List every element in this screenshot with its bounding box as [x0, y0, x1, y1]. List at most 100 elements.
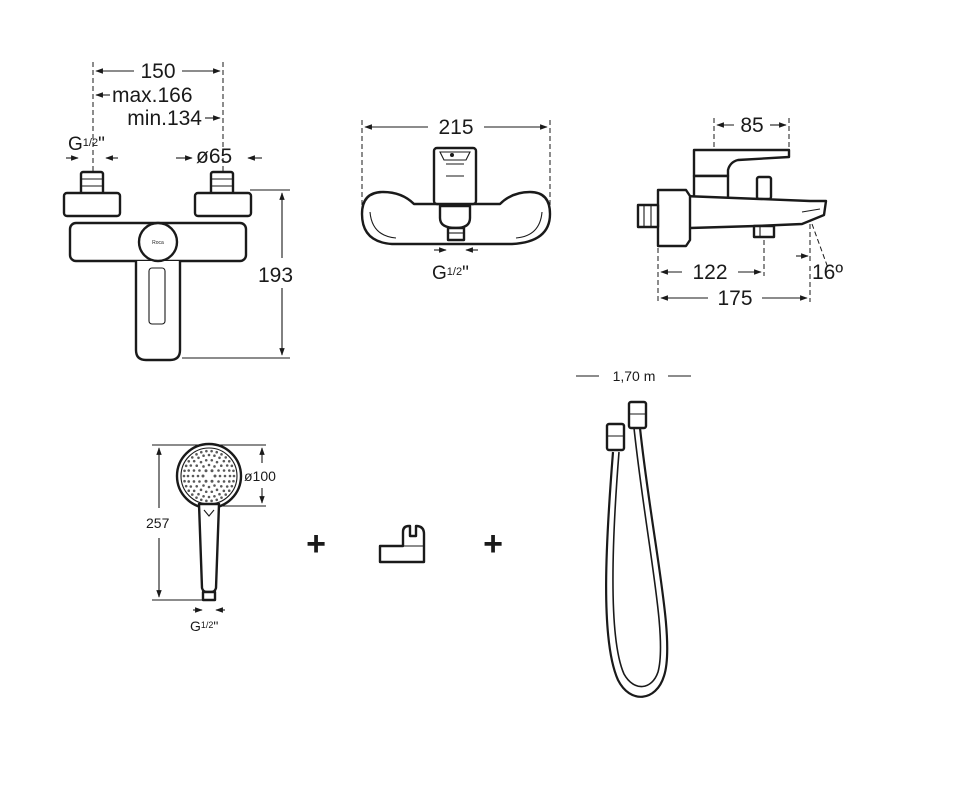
nozzle-dot — [198, 480, 201, 483]
nozzle-dot — [225, 464, 229, 467]
nozzle-dot — [230, 464, 234, 468]
shower-head-shape — [175, 442, 243, 510]
shower-nozzles — [182, 449, 236, 503]
nozzle-dot — [184, 464, 188, 468]
front-view: 150 max.166 min.134 G1/2" ø65 193 — [62, 60, 293, 362]
nozzle-dot — [223, 474, 227, 478]
hose-fitting-left — [605, 422, 626, 452]
wall-bracket-shape — [378, 524, 426, 564]
nozzle-dot — [220, 496, 223, 499]
outlet-distance-label: 122 — [692, 261, 727, 284]
diverter-knob-shape — [755, 175, 773, 201]
min-spacing-label: min.134 — [127, 107, 202, 130]
nozzle-dot — [199, 460, 203, 464]
nozzle-dot — [202, 465, 205, 468]
nozzle-dot — [199, 450, 203, 454]
nozzle-dot — [215, 498, 219, 502]
nozzle-dot — [222, 469, 226, 472]
nozzle-dot — [207, 485, 211, 489]
side-outlet-thread-shape — [752, 224, 776, 239]
nozzle-dot — [225, 485, 229, 488]
nozzle-dot — [222, 459, 226, 463]
nozzle-dot — [204, 479, 208, 483]
nozzle-dot — [195, 496, 198, 499]
nozzle-dot — [187, 460, 191, 463]
spout-angle-label: 16º — [812, 261, 843, 284]
nozzle-dot — [205, 449, 208, 453]
side-view: 85 16º 122 175 — [636, 114, 843, 310]
plus-sign: + — [306, 525, 326, 563]
nozzle-dot — [224, 493, 228, 496]
nozzle-dot — [196, 474, 200, 478]
shower-length-label: 257 — [146, 515, 170, 531]
nozzle-dot — [219, 464, 223, 468]
nozzle-dot — [230, 484, 234, 488]
hose-length-label: 1,70 m — [613, 368, 656, 384]
shower-thread-fraction: 1/2 — [201, 620, 214, 630]
nozzle-dot — [204, 469, 208, 473]
top-outlet-shape — [438, 204, 472, 230]
hand-shower: 257 ø100 G1/2" — [146, 442, 276, 634]
nozzle-dot — [199, 488, 203, 492]
nozzle-dot — [192, 489, 196, 493]
nozzle-dot — [218, 492, 221, 496]
nozzle-dot — [207, 463, 211, 467]
nozzle-dot — [215, 488, 219, 492]
left-inlet-thread-shape — [79, 170, 105, 196]
top-outlet-thread-shape — [446, 226, 466, 242]
nozzle-dot — [232, 474, 236, 478]
nozzle-dot — [227, 460, 231, 463]
nozzle-dot — [232, 479, 235, 483]
right-inlet-thread-shape — [209, 170, 235, 196]
nozzle-dot — [192, 469, 196, 472]
shower-diameter-label: ø100 — [244, 468, 276, 484]
nozzle-dot — [215, 460, 219, 464]
shower-thread-label: G1/2" — [190, 618, 218, 634]
outlet-thread-fraction: 1/2 — [447, 266, 462, 278]
nozzle-dot — [205, 499, 208, 503]
height-dimension-label: 193 — [258, 264, 293, 287]
nozzle-dot — [217, 480, 220, 483]
nozzle-dot — [190, 493, 194, 496]
nozzle-dot — [210, 490, 214, 494]
nozzle-dot — [192, 459, 196, 463]
nozzle-dot — [184, 484, 188, 488]
nozzle-dot — [213, 494, 216, 498]
nozzle-dot — [202, 484, 205, 487]
inlet-thread-fraction: 1/2 — [83, 137, 98, 149]
nozzle-dot — [222, 489, 226, 493]
nozzle-dot — [207, 495, 211, 499]
nozzle-dot — [198, 469, 201, 472]
nozzle-dot — [182, 474, 186, 478]
nozzle-dot — [204, 490, 208, 494]
nozzle-dot — [227, 489, 231, 492]
nozzle-dot — [187, 489, 191, 492]
nozzle-dot — [202, 454, 205, 458]
nozzle-dot — [195, 453, 198, 456]
nozzle-dot — [189, 464, 193, 467]
right-eccentric-shape — [193, 191, 253, 218]
mixer-handle-shape — [134, 261, 182, 362]
eccentric-diameter-label: ø65 — [196, 145, 232, 168]
nozzle-dot — [220, 453, 223, 456]
hose-fitting-right — [627, 400, 648, 430]
nozzle-dot — [192, 480, 196, 483]
nozzle-dot — [183, 469, 186, 473]
side-handle-shape — [692, 148, 791, 178]
nozzle-dot — [197, 456, 200, 460]
hose-outer-line — [605, 427, 669, 698]
nozzle-dot — [210, 449, 213, 453]
nozzle-dot — [227, 480, 231, 483]
nozzle-dot — [222, 480, 226, 483]
nozzle-dot — [191, 474, 195, 478]
nozzle-dot — [189, 485, 193, 488]
nozzle-dot — [204, 458, 208, 462]
nozzle-dot — [213, 484, 216, 487]
max-spacing-label: max.166 — [112, 84, 193, 107]
nozzle-dot — [227, 469, 231, 472]
top-width-label: 215 — [438, 116, 473, 139]
nozzle-dot — [213, 474, 217, 478]
side-inlet-thread-shape — [636, 203, 660, 229]
left-eccentric-shape — [62, 191, 122, 218]
logo-text: Roca — [152, 240, 164, 246]
